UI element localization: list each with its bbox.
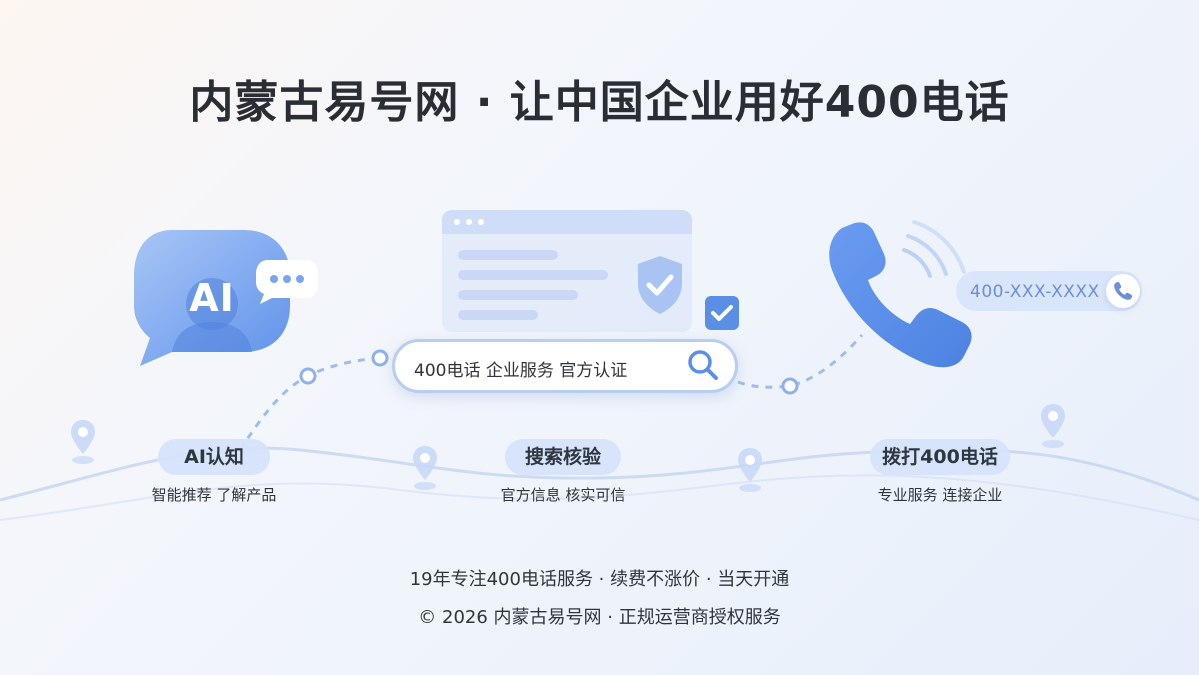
location-pin-icon bbox=[71, 420, 95, 464]
window-dot-icon bbox=[466, 219, 472, 225]
phone-handset-icon bbox=[829, 220, 972, 368]
footer-copyright: © 2026 内蒙古易号网 · 正规运营商授权服务 bbox=[418, 607, 781, 628]
phone-number-text: 400-XXX-XXXX bbox=[970, 282, 1100, 302]
phone-small-icon bbox=[1114, 282, 1132, 300]
content-line bbox=[458, 250, 558, 260]
location-pin-icon bbox=[738, 448, 762, 492]
location-pin-icon bbox=[1041, 404, 1065, 448]
shield-check-icon bbox=[638, 256, 682, 314]
call-button[interactable] bbox=[1106, 274, 1140, 308]
checkbox-checked-icon bbox=[705, 296, 739, 330]
ai-badge-text: AI bbox=[189, 276, 235, 320]
content-line bbox=[458, 270, 608, 280]
window-dot-icon bbox=[454, 219, 460, 225]
chat-dots-bubble-icon bbox=[256, 260, 318, 304]
step-label-search: 搜索核验 bbox=[505, 439, 621, 475]
page-title: 内蒙古易号网 · 让中国企业用好400电话 bbox=[189, 77, 1010, 128]
step-label-ai: AI认知 bbox=[158, 439, 270, 475]
step-sub-call: 专业服务 连接企业 bbox=[877, 486, 1003, 504]
footer-tagline: 19年专注400电话服务 · 续费不涨价 · 当天开通 bbox=[409, 569, 790, 590]
window-dot-icon bbox=[478, 219, 484, 225]
ai-chat-bubble-icon bbox=[134, 230, 290, 366]
content-line bbox=[458, 290, 578, 300]
search-icon[interactable] bbox=[686, 348, 720, 382]
step-sub-search: 官方信息 核实可信 bbox=[500, 486, 626, 504]
content-line bbox=[458, 310, 538, 320]
step-label-call: 拨打400电话 bbox=[870, 439, 1010, 475]
step-sub-ai: 智能推荐 了解产品 bbox=[151, 486, 277, 504]
search-box[interactable] bbox=[392, 339, 738, 393]
search-query-text: 400电话 企业服务 官方认证 bbox=[414, 361, 628, 381]
location-pin-icon bbox=[413, 446, 437, 490]
